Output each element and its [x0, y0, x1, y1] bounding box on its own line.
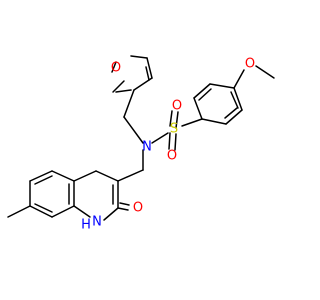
bond	[145, 66, 150, 81]
bond	[255, 65, 275, 79]
bonds	[7, 55, 275, 221]
bond	[130, 55, 148, 59]
bond	[51, 205, 75, 218]
bond	[111, 61, 117, 73]
bond	[151, 132, 169, 144]
bond	[29, 205, 53, 218]
bond	[225, 109, 243, 125]
bond	[34, 175, 53, 185]
bond	[168, 132, 171, 150]
bond	[73, 170, 97, 182]
bond	[169, 110, 173, 127]
bond	[193, 83, 211, 99]
bond	[112, 80, 125, 93]
bond	[209, 83, 235, 89]
molecule-structure: O N S O O O O N H	[7, 55, 275, 233]
bond	[123, 89, 135, 118]
lactam-nitrogen-label: N	[92, 215, 102, 230]
furan-oxygen-label: O	[111, 61, 121, 76]
carbonyl-oxygen-label: O	[133, 201, 143, 216]
bond	[201, 118, 227, 125]
bond	[193, 97, 203, 120]
sulfur-label: S	[170, 122, 178, 137]
bond	[233, 69, 245, 89]
bond	[115, 89, 132, 93]
lactam-hydrogen-label: H	[81, 218, 91, 233]
bond	[119, 202, 130, 206]
bond	[233, 87, 243, 111]
bond	[117, 169, 144, 182]
bond	[51, 170, 75, 182]
sulfonamide-nitrogen-label: N	[142, 140, 152, 155]
bond	[123, 116, 144, 144]
bond	[224, 107, 238, 119]
structure-svg: O N S O O O O N H	[7, 55, 275, 233]
sulfonyl-oxygen-top-label: O	[172, 99, 182, 114]
atom-labels: O N S O O O O N H	[81, 57, 255, 233]
bond	[7, 205, 31, 218]
bond	[175, 111, 179, 129]
bond	[103, 207, 119, 221]
bond	[230, 91, 239, 109]
bond	[174, 133, 177, 151]
bond	[34, 203, 53, 213]
sulfonyl-oxygen-bottom-label: O	[167, 149, 177, 164]
bond	[117, 207, 129, 211]
bond	[29, 170, 53, 182]
bond	[73, 205, 91, 218]
methoxy-oxygen-label: O	[245, 57, 255, 72]
bond	[198, 88, 212, 101]
bond	[181, 118, 203, 127]
bond	[146, 57, 153, 79]
bond	[95, 170, 119, 182]
